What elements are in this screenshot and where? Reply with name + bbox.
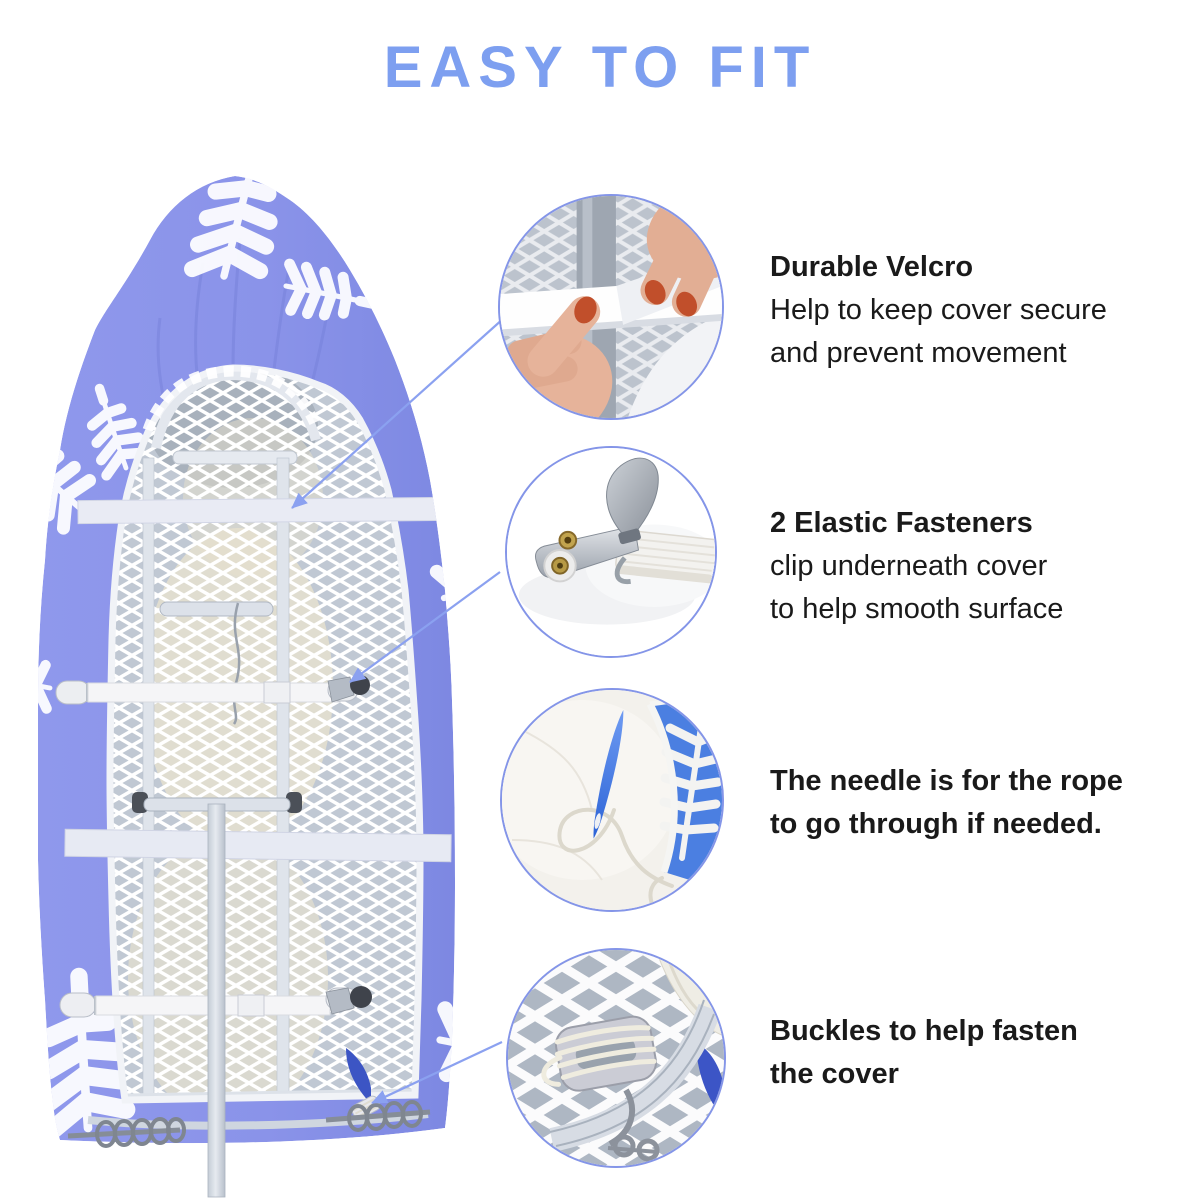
feature-buckles: Buckles to help fasten the cover — [770, 1010, 1200, 1096]
velcro-strap-1 — [77, 496, 451, 525]
feature-line: the cover — [770, 1058, 899, 1090]
elastic-gathered-edge — [142, 365, 322, 432]
blue-needle — [593, 709, 624, 839]
spring-feet — [67, 1100, 431, 1148]
blue-leaf-fabric-corner — [646, 691, 722, 890]
feature-needle: The needle is for the rope to go through… — [770, 760, 1200, 846]
callout-photo-velcro — [498, 194, 724, 420]
feature-heading: Durable Velcro — [770, 251, 974, 283]
elastic-fastener-strap-2 — [59, 986, 372, 1018]
board-edge-rail — [549, 1003, 722, 1152]
clip-wire-loop — [614, 556, 631, 585]
blue-fabric-patch — [346, 1048, 371, 1104]
velcro-strap-2 — [64, 828, 452, 863]
feature-line: Help to keep cover secure — [770, 294, 1107, 326]
feature-line: to go through if needed. — [770, 808, 1102, 840]
mesh-underside — [110, 368, 420, 1100]
page-title: EASY TO FIT — [383, 35, 817, 100]
callout-photo-elastic-fastener — [505, 446, 717, 658]
callout-photo-buckle — [506, 948, 726, 1168]
feature-line: and prevent movement — [770, 337, 1067, 369]
buckle-with-rope — [541, 1015, 657, 1092]
elastic-fastener-strap-1 — [55, 675, 370, 705]
metal-clip — [534, 457, 659, 583]
feature-elastic-fasteners: 2 Elastic Fasteners clip underneath cove… — [770, 502, 1200, 631]
metal-hook — [607, 1088, 660, 1162]
feature-velcro: Durable Velcro Help to keep cover secure… — [770, 246, 1200, 375]
feature-heading: 2 Elastic Fasteners — [770, 507, 1033, 539]
feature-line: Buckles to help fasten — [770, 1015, 1078, 1047]
feature-line: clip underneath cover — [770, 550, 1048, 582]
callout-photo-needle — [500, 688, 724, 912]
rope — [557, 807, 674, 906]
feature-line: to help smooth surface — [770, 593, 1064, 625]
feature-line: The needle is for the rope — [770, 765, 1123, 797]
elastic-band — [615, 529, 715, 584]
thumbnail — [574, 296, 597, 324]
ironing-board-underside-photo — [38, 176, 455, 1198]
center-support-leg — [132, 792, 302, 1198]
